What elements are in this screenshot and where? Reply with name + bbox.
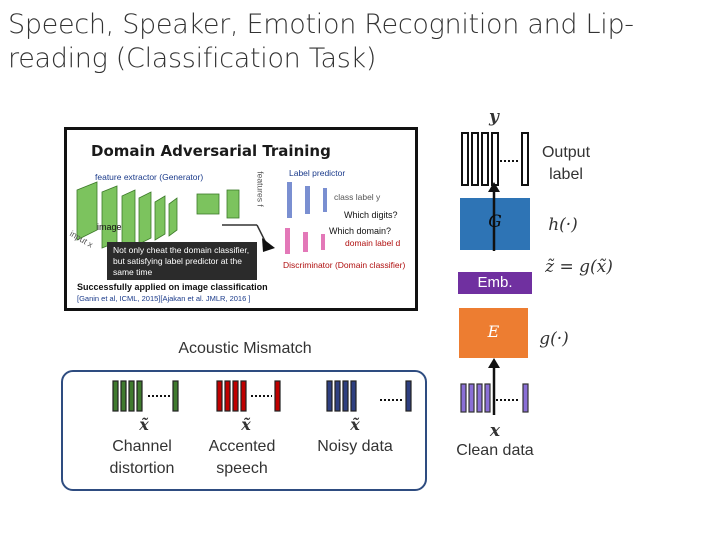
figure-heading: Domain Adversarial Training xyxy=(91,142,331,160)
xt-symbol-2: x̃ xyxy=(241,415,251,434)
y-symbol: y xyxy=(489,107,499,127)
features-label: features f xyxy=(255,171,266,207)
channel-distortion-label: Channel distortion xyxy=(109,438,175,477)
noisy-data-label: Noisy data xyxy=(317,438,393,455)
applied-note: Successfully applied on image classifica… xyxy=(77,282,268,292)
image-label: image xyxy=(97,222,122,232)
slide-title: Speech, Speaker, Emotion Recognition and… xyxy=(8,9,634,74)
xt-symbol-3: x̃ xyxy=(350,415,360,434)
e-label: E xyxy=(487,322,500,341)
domain-label: domain label d xyxy=(345,238,401,248)
accented-speech-label: Accented speech xyxy=(208,438,276,477)
feature-extractor-label: feature extractor (Generator) xyxy=(95,172,204,182)
label-predictor-label: Label predictor xyxy=(289,168,346,178)
clean-data-label: Clean data xyxy=(456,442,534,459)
callout-box: Not only cheat the domain classifier, bu… xyxy=(107,242,257,280)
domain-adversarial-figure: Domain Adversarial Training xyxy=(64,127,418,311)
output-label: Output label xyxy=(541,144,591,183)
emb-label: Emb. xyxy=(477,274,513,291)
clean-data-bars xyxy=(460,383,529,413)
acoustic-mismatch-box xyxy=(61,370,427,491)
class-label: class label y xyxy=(334,192,381,202)
acoustic-mismatch-title: Acoustic Mismatch xyxy=(178,340,312,357)
z-equation: z̃ = g(x̃) xyxy=(545,257,613,277)
g-function: g(·) xyxy=(539,329,569,349)
which-domain: Which domain? xyxy=(329,226,392,236)
h-function: h(·) xyxy=(548,215,578,235)
g-label: G xyxy=(488,212,502,232)
x-symbol: x xyxy=(489,421,501,441)
discriminator-label: Discriminator (Domain classifier) xyxy=(283,260,406,270)
output-bars xyxy=(461,132,529,186)
which-digits: Which digits? xyxy=(344,210,398,220)
references: [Ganin et al, ICML, 2015][Ajakan et al. … xyxy=(77,294,251,303)
figure-graphic xyxy=(76,181,327,254)
xt-symbol-1: x̃ xyxy=(139,415,149,434)
